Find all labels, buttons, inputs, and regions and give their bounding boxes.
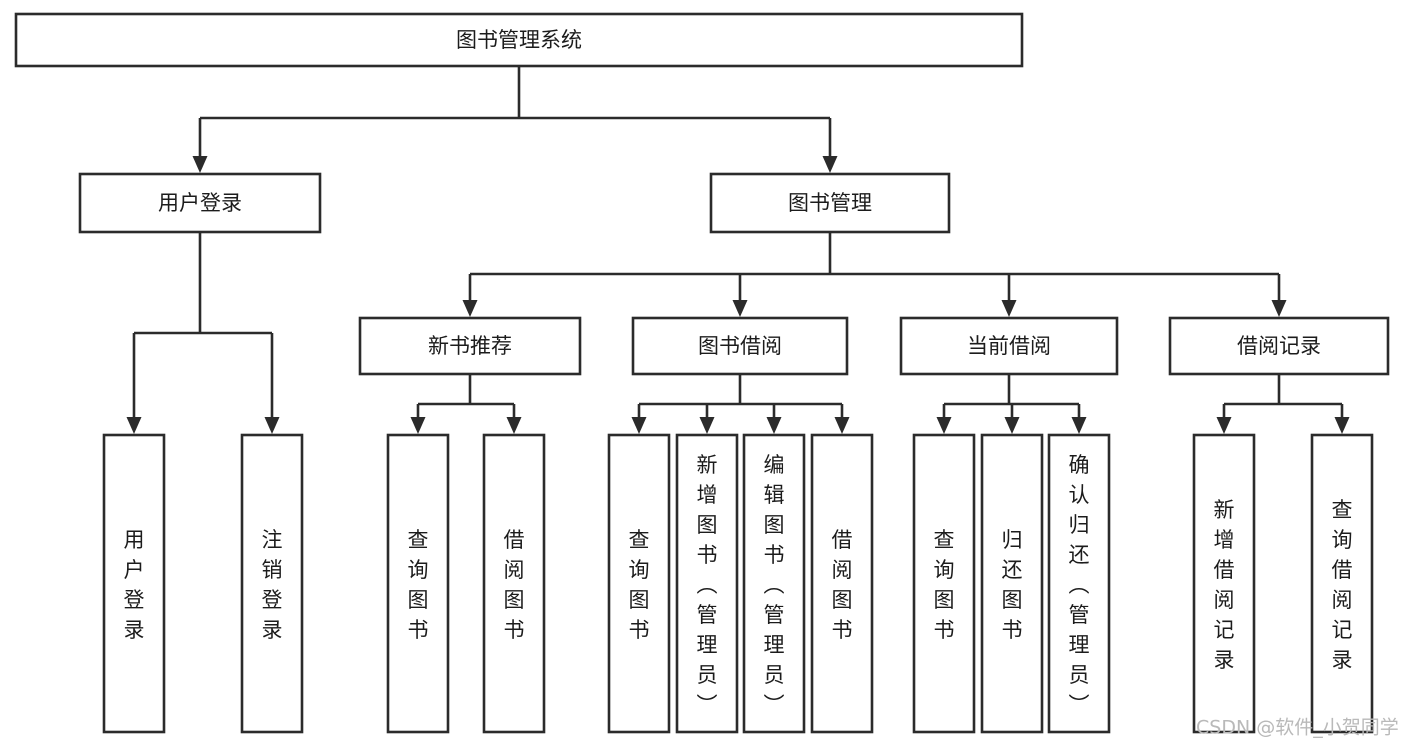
node-borrow-record[interactable]: 借阅记录 — [1168, 316, 1390, 376]
node-label-leaf-add-book: 新增图书︵管理员︶ — [697, 453, 718, 717]
node-leaf-borrow-book[interactable]: 借阅图书 — [810, 433, 874, 734]
node-label-leaf-user-logout: 注销登录 — [262, 528, 283, 642]
node-leaf-add-book[interactable]: 新增图书︵管理员︶ — [675, 433, 739, 734]
node-box-leaf-query-record — [1310, 433, 1374, 734]
arrow-head-icon — [766, 417, 782, 434]
arrow-head-icon — [822, 156, 838, 173]
edge-group-current-borrow — [936, 374, 1087, 434]
arrow-head-icon — [462, 300, 478, 317]
edge-group-user-login — [126, 232, 280, 434]
node-label-leaf-confirm-return: 确认归还︵管理员︶ — [1069, 453, 1090, 717]
node-label-leaf-query-book-cur: 查询图书 — [934, 528, 955, 642]
node-box-user-login — [78, 172, 322, 234]
node-label-new-book-rec: 新书推荐 — [428, 334, 512, 358]
arrow-head-icon — [192, 156, 208, 173]
edge-group-borrow-record — [1216, 374, 1350, 434]
node-label-leaf-borrow-book: 借阅图书 — [832, 528, 853, 642]
node-label-root: 图书管理系统 — [456, 28, 582, 52]
node-leaf-query-book-cur[interactable]: 查询图书 — [912, 433, 976, 734]
node-label-current-borrow: 当前借阅 — [967, 334, 1051, 358]
node-label-leaf-borrow-book-rec: 借阅图书 — [504, 528, 525, 642]
arrow-head-icon — [631, 417, 647, 434]
arrow-head-icon — [732, 300, 748, 317]
node-box-leaf-borrow-book-rec — [482, 433, 546, 734]
node-box-book-borrow — [631, 316, 849, 376]
node-leaf-edit-book[interactable]: 编辑图书︵管理员︶ — [742, 433, 806, 734]
edge-group-new-book-rec — [410, 374, 522, 434]
arrow-head-icon — [1004, 417, 1020, 434]
node-leaf-query-book-borrow[interactable]: 查询图书 — [607, 433, 671, 734]
arrow-head-icon — [699, 417, 715, 434]
node-box-leaf-add-record — [1192, 433, 1256, 734]
node-current-borrow[interactable]: 当前借阅 — [899, 316, 1119, 376]
node-box-borrow-record — [1168, 316, 1390, 376]
node-label-leaf-add-record: 新增借阅记录 — [1214, 498, 1235, 672]
arrow-head-icon — [264, 417, 280, 434]
node-label-leaf-return-book: 归还图书 — [1002, 528, 1023, 642]
node-leaf-return-book[interactable]: 归还图书 — [980, 433, 1044, 734]
arrow-head-icon — [506, 417, 522, 434]
node-box-leaf-edit-book — [742, 433, 806, 734]
node-label-user-login: 用户登录 — [158, 191, 242, 215]
node-box-leaf-user-login — [102, 433, 166, 734]
arrow-head-icon — [126, 417, 142, 434]
node-box-leaf-borrow-book — [810, 433, 874, 734]
node-label-leaf-query-book-borrow: 查询图书 — [629, 528, 650, 642]
node-label-leaf-query-book-rec: 查询图书 — [408, 528, 429, 642]
arrow-head-icon — [1001, 300, 1017, 317]
node-box-root — [14, 12, 1024, 68]
node-box-leaf-query-book-rec — [386, 433, 450, 734]
node-root[interactable]: 图书管理系统 — [14, 12, 1024, 68]
node-box-current-borrow — [899, 316, 1119, 376]
node-box-leaf-query-book-cur — [912, 433, 976, 734]
node-box-leaf-add-book — [675, 433, 739, 734]
arrow-head-icon — [936, 417, 952, 434]
arrow-head-icon — [834, 417, 850, 434]
arrow-head-icon — [1334, 417, 1350, 434]
node-leaf-query-book-rec[interactable]: 查询图书 — [386, 433, 450, 734]
arrow-head-icon — [410, 417, 426, 434]
node-layer: 图书管理系统用户登录图书管理新书推荐图书借阅当前借阅借阅记录用户登录注销登录查询… — [14, 12, 1390, 734]
node-label-leaf-user-login: 用户登录 — [124, 528, 145, 642]
node-leaf-borrow-book-rec[interactable]: 借阅图书 — [482, 433, 546, 734]
node-box-new-book-rec — [358, 316, 582, 376]
node-label-book-manage: 图书管理 — [788, 191, 872, 215]
node-label-leaf-query-record: 查询借阅记录 — [1332, 498, 1353, 672]
node-label-borrow-record: 借阅记录 — [1237, 334, 1321, 358]
arrow-head-icon — [1071, 417, 1087, 434]
node-leaf-user-login[interactable]: 用户登录 — [102, 433, 166, 734]
node-new-book-rec[interactable]: 新书推荐 — [358, 316, 582, 376]
connector-layer — [126, 66, 1350, 434]
node-leaf-add-record[interactable]: 新增借阅记录 — [1192, 433, 1256, 734]
node-leaf-confirm-return[interactable]: 确认归还︵管理员︶ — [1047, 433, 1111, 734]
node-book-borrow[interactable]: 图书借阅 — [631, 316, 849, 376]
node-box-book-manage — [709, 172, 951, 234]
arrow-head-icon — [1216, 417, 1232, 434]
csdn-watermark: CSDN @软件_小贺同学 — [1196, 717, 1399, 739]
node-box-leaf-confirm-return — [1047, 433, 1111, 734]
node-box-leaf-user-logout — [240, 433, 304, 734]
node-box-leaf-return-book — [980, 433, 1044, 734]
node-label-book-borrow: 图书借阅 — [698, 334, 782, 358]
node-box-leaf-query-book-borrow — [607, 433, 671, 734]
edge-group-book-manage — [462, 232, 1287, 317]
arrow-head-icon — [1271, 300, 1287, 317]
node-user-login[interactable]: 用户登录 — [78, 172, 322, 234]
node-label-leaf-edit-book: 编辑图书︵管理员︶ — [764, 453, 785, 717]
node-leaf-query-record[interactable]: 查询借阅记录 — [1310, 433, 1374, 734]
node-leaf-user-logout[interactable]: 注销登录 — [240, 433, 304, 734]
edge-group-book-borrow — [631, 374, 850, 434]
edge-group-root — [192, 66, 838, 173]
node-book-manage[interactable]: 图书管理 — [709, 172, 951, 234]
